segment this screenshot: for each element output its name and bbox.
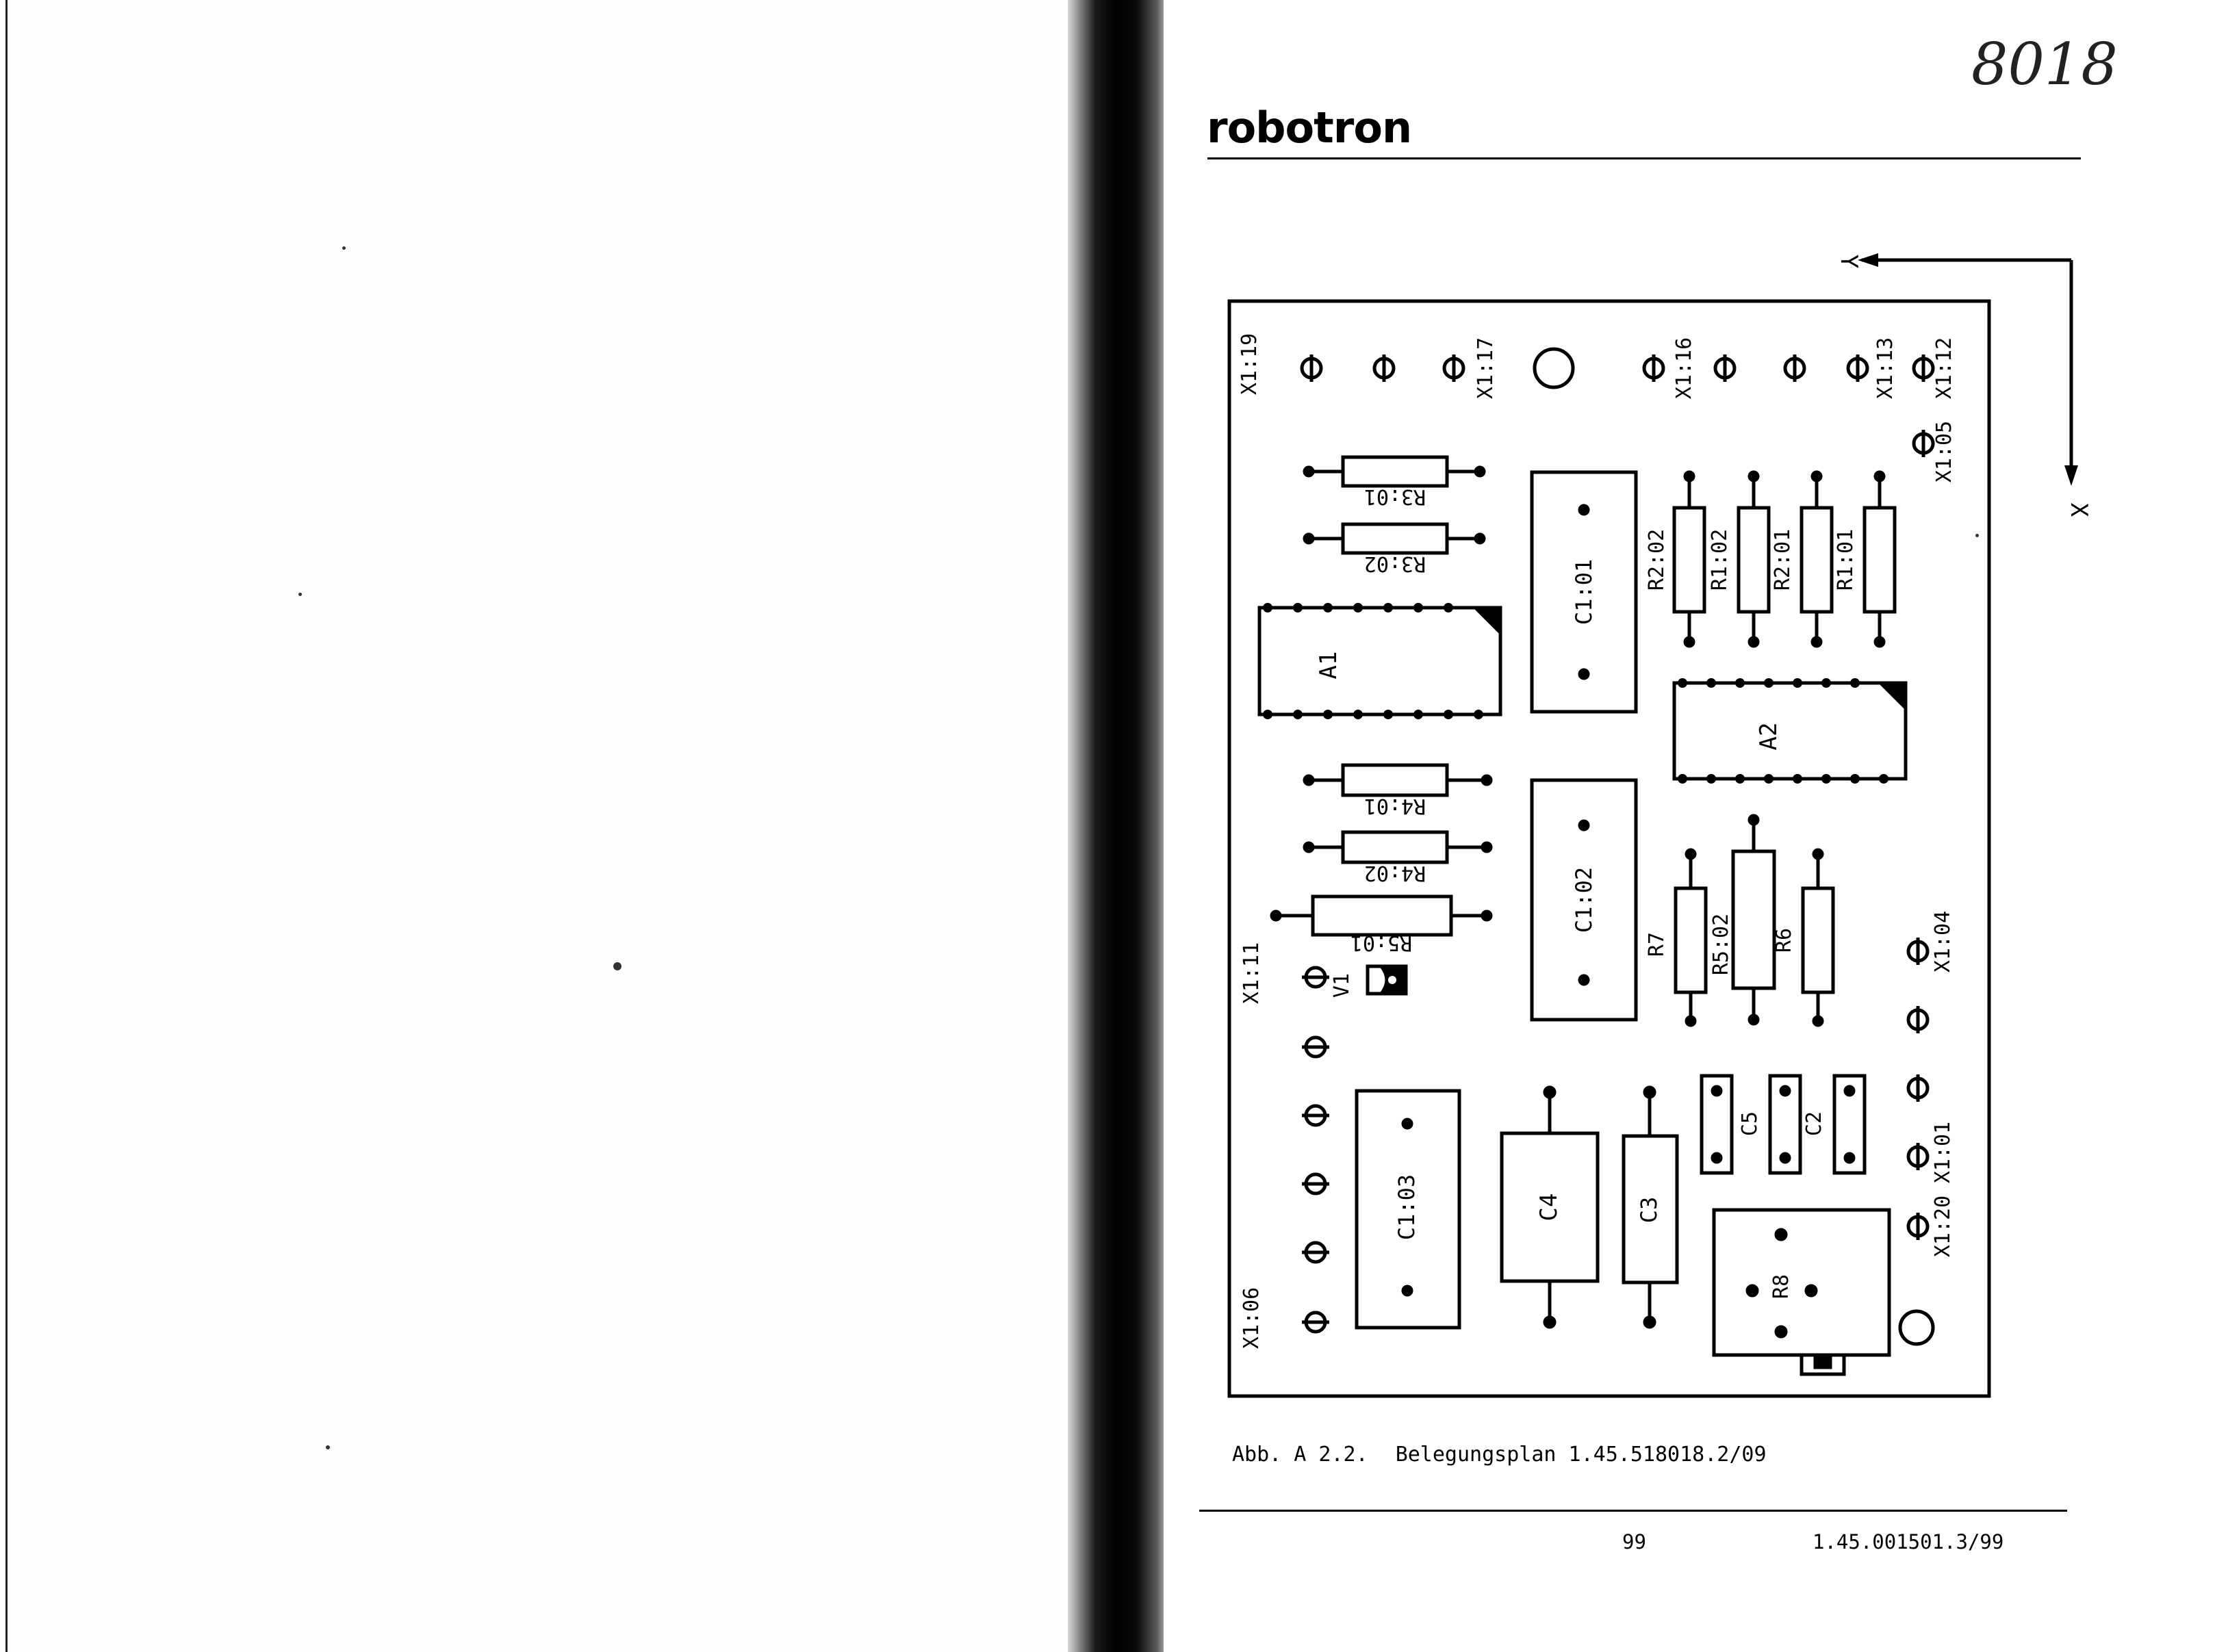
label-r5-02: R5:02 [1709, 914, 1733, 975]
figure-title: Belegungsplan 1.45.518018.2/09 [1395, 1443, 1767, 1467]
label-r4-01: R4:01 [1364, 794, 1426, 818]
connector-label-x1-17: X1:17 [1474, 337, 1498, 399]
x-axis-label: X [2065, 503, 2092, 517]
label-r3-01: R3:01 [1364, 485, 1426, 508]
capacitor-c2 [1832, 1074, 1867, 1175]
connector-label-x1-05: X1:05 [1932, 421, 1956, 482]
connector-label-x1-06: X1:06 [1240, 1287, 1264, 1349]
label-a2: A2 [1755, 723, 1782, 751]
label-r3-02: R3:02 [1364, 552, 1426, 576]
label-c2: C2 [1802, 1111, 1826, 1136]
capacitor-pad-1 [1700, 1074, 1734, 1175]
label-r2-02: R2:02 [1645, 529, 1669, 591]
label-r1-01: R1:01 [1834, 529, 1858, 591]
resistor-r1-01 [1862, 470, 1897, 648]
mounting-hole [1533, 347, 1575, 389]
figure-caption: Abb. A 2.2. Belegungsplan 1.45.518018.2/0… [1232, 1443, 1767, 1467]
capacitor-c4 [1500, 1085, 1600, 1329]
label-r5-01: R5:01 [1350, 931, 1412, 955]
document-number: 1.45.001501.3/99 [1813, 1530, 2004, 1553]
capacitor-c1-01 [1530, 470, 1638, 714]
left-blank-page [0, 0, 1088, 1652]
board-outline [1227, 299, 1991, 1398]
capacitor-c1-02 [1530, 778, 1638, 1022]
right-connector-pins [1898, 938, 1935, 1346]
label-r1-02: R1:02 [1708, 529, 1732, 591]
ic-a2 [1672, 678, 1908, 784]
resistor-r7 [1674, 848, 1708, 1027]
label-c1-02: C1:02 [1571, 867, 1597, 933]
label-c5: C5 [1738, 1111, 1762, 1136]
label-r2-01: R2:01 [1771, 529, 1795, 591]
connector-label-x1-16: X1:16 [1672, 337, 1696, 399]
scan-speck [613, 962, 622, 970]
label-c4: C4 [1535, 1193, 1563, 1222]
label-r4-02: R4:02 [1364, 861, 1426, 885]
connector-label-x1-20: X1:20 [1931, 1196, 1955, 1257]
resistor-r5-02 [1731, 814, 1776, 1026]
label-c1-01: C1:01 [1571, 559, 1597, 625]
label-r6: R6 [1772, 928, 1796, 953]
capacitor-c3 [1622, 1085, 1679, 1329]
transistor-v1 [1366, 964, 1408, 996]
resistor-r3-02 [1303, 522, 1486, 555]
resistor-r2-01 [1800, 470, 1834, 648]
label-c3: C3 [1636, 1197, 1662, 1224]
label-c1-03: C1:03 [1394, 1174, 1420, 1240]
label-r8: R8 [1769, 1274, 1793, 1299]
connector-label-x1-11: X1:11 [1240, 942, 1264, 1004]
handwritten-page-note: 8018 [1971, 31, 2118, 98]
capacitor-c5 [1768, 1074, 1802, 1175]
capacitor-c1-03 [1355, 1089, 1461, 1330]
scan-speck [1975, 534, 1979, 537]
axis-arrows [1858, 253, 2078, 486]
resistor-r5-01 [1270, 894, 1493, 937]
resistor-r2-02 [1672, 470, 1706, 648]
scan-speck [342, 246, 346, 250]
potentiometer-r8 [1712, 1208, 1891, 1376]
resistor-r1-02 [1737, 470, 1771, 648]
label-v1: V1 [1330, 973, 1354, 998]
robotron-logo: robotron [1207, 103, 1412, 153]
footer-rule [1199, 1510, 2067, 1512]
header-rule [1207, 157, 2081, 159]
right-page [1164, 0, 2215, 1652]
connector-label-x1-19: X1:19 [1238, 333, 1262, 395]
book-gutter [1068, 0, 1170, 1652]
resistor-r4-01 [1303, 763, 1493, 797]
left-page-edge [5, 0, 8, 1652]
y-axis-label: Y [1835, 255, 1862, 268]
page-number: 99 [1622, 1530, 1646, 1553]
left-connector-pins [1302, 966, 1329, 1334]
connector-label-x1-12: X1:12 [1932, 337, 1956, 399]
component-placement-diagram: Y X X1:19 X1:17 X1:16 X1:13 X1:12 X1:05 [1227, 253, 2092, 1398]
top-connector-pins [1300, 347, 1935, 457]
connector-label-x1-04: X1:04 [1931, 911, 1955, 972]
resistor-r3-01 [1303, 455, 1486, 488]
label-a1: A1 [1315, 651, 1342, 680]
scan-speck [298, 593, 302, 596]
ic-a1 [1257, 603, 1502, 719]
mounting-hole [1898, 1309, 1935, 1346]
label-r7: R7 [1645, 932, 1669, 957]
connector-label-x1-01: X1:01 [1931, 1122, 1955, 1183]
figure-number: Abb. A 2.2. [1232, 1443, 1368, 1467]
resistor-r4-02 [1303, 830, 1493, 864]
resistor-r6 [1801, 848, 1835, 1027]
scan-speck [326, 1445, 330, 1449]
connector-label-x1-13: X1:13 [1873, 337, 1897, 399]
